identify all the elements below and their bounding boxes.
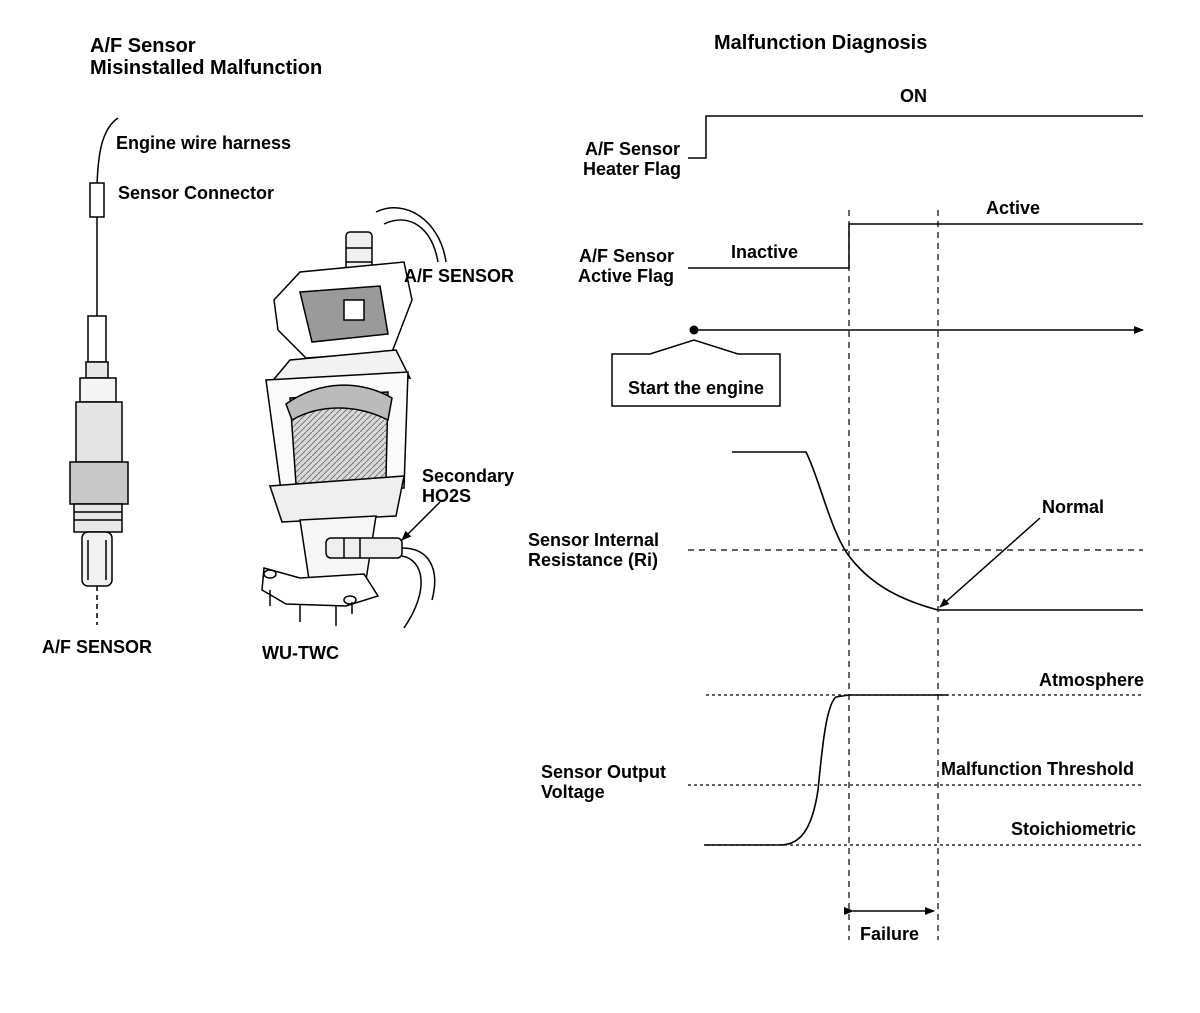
atmosphere-label: Atmosphere — [1039, 670, 1145, 690]
af-sensor-top-label: A/F SENSOR — [404, 266, 515, 286]
failure-label: Failure — [860, 924, 920, 944]
active-flag-label-line1: A/F Sensor — [578, 246, 674, 266]
ri-label-line1: Sensor Internal — [528, 530, 660, 550]
active-flag-label-line2: Active Flag — [577, 266, 674, 286]
stoichiometric-label: Stoichiometric — [1011, 819, 1137, 839]
secondary-ho2s-label-line1: Secondary — [422, 466, 515, 486]
engine-wire-harness-label: Engine wire harness — [116, 133, 292, 153]
start-engine-label: Start the engine — [627, 378, 765, 398]
ri-label-line2: Resistance (Ri) — [528, 550, 659, 570]
inactive-state-label: Inactive — [731, 242, 799, 262]
active-flag-trace — [688, 223, 1143, 269]
sensor-connector-icon — [89, 182, 105, 218]
heater-on-label: ON — [900, 86, 927, 106]
engine-wire-harness-wire — [96, 117, 119, 186]
right-title: Malfunction Diagnosis — [714, 32, 928, 54]
normal-label: Normal — [1042, 497, 1105, 517]
voltage-curve — [704, 694, 948, 846]
secondary-ho2s-label-line2: HO2S — [422, 486, 472, 506]
secondary-ho2s-leader — [401, 501, 441, 541]
ri-curve — [732, 451, 1143, 611]
left-title-line2: Misinstalled Malfunction — [90, 57, 323, 79]
heater-flag-label-line2: Heater Flag — [582, 159, 681, 179]
sensor-connector-label: Sensor Connector — [118, 183, 275, 203]
normal-leader — [939, 517, 1041, 608]
heater-flag-label-line1: A/F Sensor — [584, 139, 680, 159]
start-engine-callout — [611, 339, 781, 407]
wu-twc-illustration — [261, 207, 447, 629]
secondary-ho2s-probe — [325, 537, 403, 559]
malfunction-threshold-label: Malfunction Threshold — [941, 759, 1134, 779]
af-sensor-illustration — [69, 117, 129, 625]
af-sensor-bottom-label: A/F SENSOR — [42, 637, 153, 657]
heater-flag-trace — [688, 115, 1143, 159]
wu-twc-label: WU-TWC — [262, 643, 339, 663]
voltage-label-line2: Voltage — [541, 782, 605, 802]
voltage-label-line1: Sensor Output — [541, 762, 666, 782]
active-state-label: Active — [986, 198, 1041, 218]
left-title-line1: A/F Sensor — [90, 35, 196, 57]
